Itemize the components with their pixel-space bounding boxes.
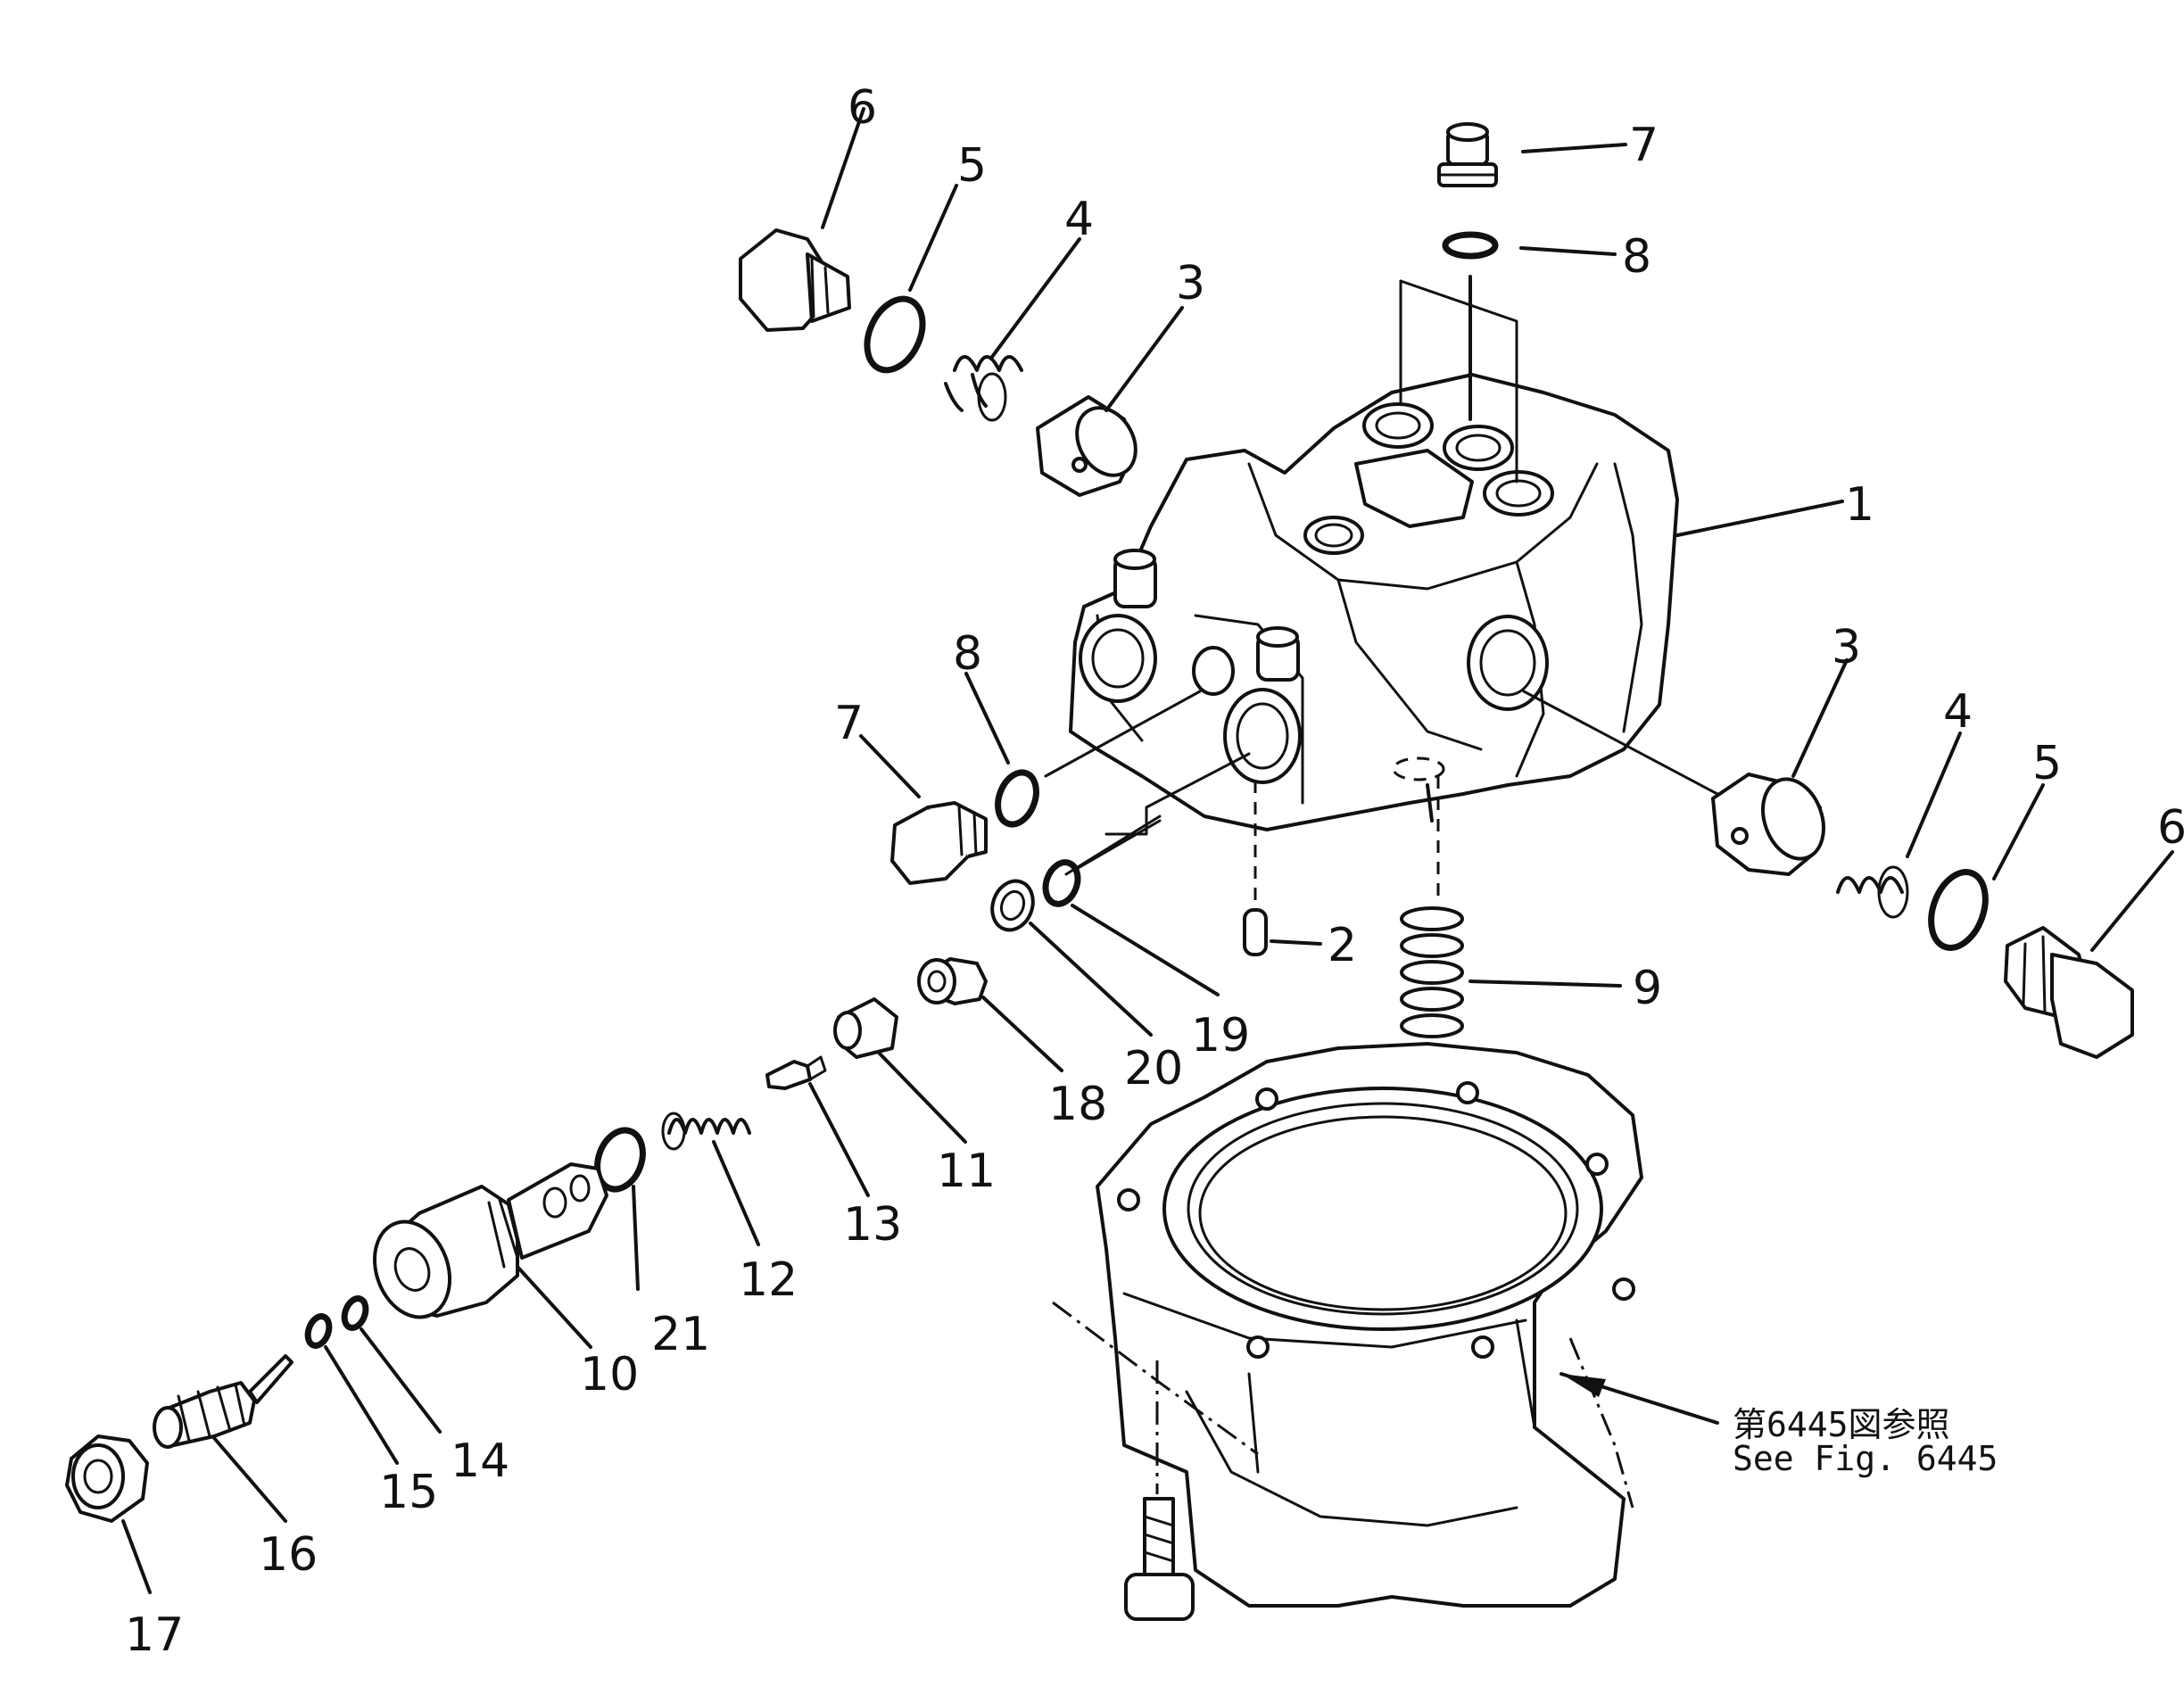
callout-8-top: 8 bbox=[1622, 230, 1651, 284]
callout-17: 17 bbox=[125, 1608, 184, 1662]
callout-9: 9 bbox=[1633, 962, 1662, 1015]
callout-7-left: 7 bbox=[834, 697, 864, 750]
callout-21: 21 bbox=[651, 1308, 710, 1361]
mounting-bolt bbox=[1124, 1360, 1195, 1621]
upper-left-plug-assembly bbox=[739, 228, 1138, 497]
callout-4-right: 4 bbox=[1943, 685, 1973, 739]
callout-8-left: 8 bbox=[953, 627, 982, 681]
figure-reference-jp: 第6445図参照 bbox=[1733, 1405, 1950, 1444]
callout-6-upper: 6 bbox=[848, 81, 877, 135]
top-plug-and-ring bbox=[1399, 122, 1518, 484]
callout-18: 18 bbox=[1048, 1078, 1107, 1131]
callout-19: 19 bbox=[1191, 1009, 1250, 1062]
motor-casing bbox=[1052, 1042, 1643, 1608]
figure-reference: 第6445図参照 See Fig. 6445 bbox=[1733, 1405, 1998, 1478]
callout-20: 20 bbox=[1124, 1042, 1183, 1095]
right-plug-assembly bbox=[1522, 690, 2134, 1059]
callout-labels: 1 2 3 3 4 4 5 5 6 6 7 7 8 8 9 10 11 12 1… bbox=[125, 81, 2184, 1662]
valve-housing-part-1 bbox=[1069, 373, 1679, 831]
figure-reference-en: See Fig. 6445 bbox=[1733, 1439, 1998, 1478]
callout-5-upper: 5 bbox=[957, 139, 987, 193]
callout-5-right: 5 bbox=[2032, 737, 2062, 790]
callout-7-top: 7 bbox=[1629, 119, 1659, 172]
callout-10: 10 bbox=[580, 1348, 639, 1401]
callout-14: 14 bbox=[451, 1434, 509, 1488]
callout-12: 12 bbox=[739, 1253, 798, 1307]
callout-11: 11 bbox=[937, 1145, 996, 1198]
callout-3-right: 3 bbox=[1832, 621, 1861, 674]
callout-16: 16 bbox=[259, 1528, 318, 1582]
callout-1: 1 bbox=[1845, 478, 1874, 532]
left-plug-and-ring bbox=[890, 690, 1251, 885]
callout-15: 15 bbox=[379, 1466, 438, 1519]
callout-6-right: 6 bbox=[2157, 801, 2184, 855]
callout-2: 2 bbox=[1328, 919, 1357, 972]
leader-lines bbox=[121, 107, 2174, 1594]
callout-13: 13 bbox=[843, 1198, 902, 1252]
callout-3-upper: 3 bbox=[1176, 257, 1205, 310]
callout-4-upper: 4 bbox=[1064, 193, 1094, 246]
dowel-and-spring bbox=[1243, 776, 1464, 1038]
relief-valve-stack bbox=[65, 819, 1162, 1523]
